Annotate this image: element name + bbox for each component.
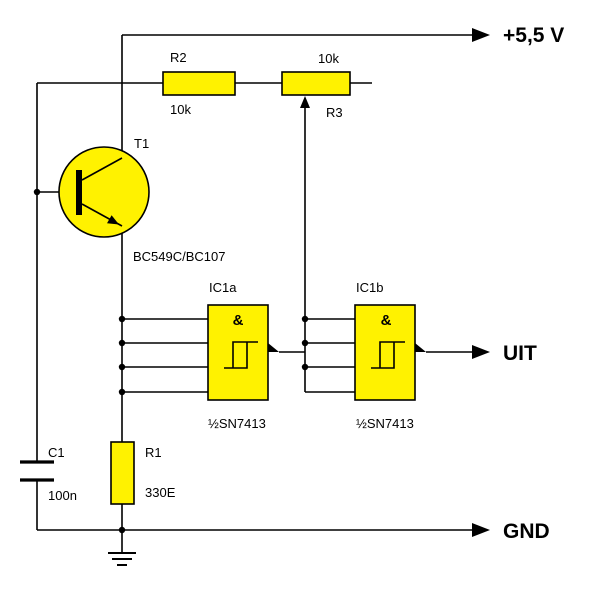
resistor-r2: R2 10k (162, 50, 236, 117)
gate-ic1a-body (207, 304, 269, 401)
supply-label: +5,5 V (503, 24, 564, 47)
r2-ref-label: R2 (170, 50, 187, 65)
gate-ic1a-symbol: & (233, 312, 244, 329)
t1-ref-label: T1 (134, 136, 149, 151)
wires (36, 34, 476, 553)
junction-dot (33, 188, 41, 196)
r1-value-label: 330E (145, 485, 176, 500)
r2-value-label: 10k (170, 102, 191, 117)
ground-arrow-icon (472, 523, 490, 537)
ic1a-ref-label: IC1a (209, 280, 237, 295)
r3-ref-label: R3 (326, 105, 343, 120)
resistor-r2-body (162, 71, 236, 96)
ic1b-input-wires (305, 318, 355, 393)
ic1a-part-label: ½SN7413 (208, 416, 266, 431)
left-bias-wire (36, 82, 163, 462)
ic1b-part-label: ½SN7413 (356, 416, 414, 431)
c1-value-label: 100n (48, 488, 77, 503)
schmitt-trigger-icon (371, 341, 405, 369)
junction-dot (301, 315, 309, 323)
gate-ic1b-symbol: & (381, 312, 392, 329)
transistor-body (58, 146, 150, 238)
output-arrow-icon (472, 345, 490, 359)
junction-dot (118, 363, 126, 371)
capacitor-plates (20, 460, 54, 482)
junction-dot (118, 388, 126, 396)
schmitt-trigger-icon (224, 341, 258, 369)
capacitor-c1: C1 100n (20, 445, 77, 503)
potentiometer-r3-body (281, 71, 351, 96)
junction-dots (33, 188, 309, 534)
resistor-r1-body (110, 441, 135, 505)
junction-dot (118, 339, 126, 347)
gate-ic1b-body (354, 304, 416, 401)
c1-ref-label: C1 (48, 445, 65, 460)
gate-ic1a: & IC1a ½SN7413 (207, 280, 279, 431)
transistor-t1: T1 BC549C/BC107 (58, 136, 226, 264)
potentiometer-r3: 10k R3 (281, 51, 351, 120)
resistor-r1: R1 330E (110, 441, 176, 505)
junction-dot (118, 315, 126, 323)
supply-arrow-icon (472, 28, 490, 42)
r1-ref-label: R1 (145, 445, 162, 460)
junction-dot (301, 339, 309, 347)
ground-label: GND (503, 520, 550, 543)
wiper-arrow-icon (300, 96, 310, 108)
transistor-collector-lead (81, 157, 123, 181)
t1-type-label: BC549C/BC107 (133, 249, 226, 264)
r3-value-label: 10k (318, 51, 339, 66)
emitter-arrow-icon (107, 215, 119, 225)
transistor-base-bar (76, 170, 82, 215)
ic1a-input-wires (122, 318, 208, 393)
gate-ic1b: & IC1b ½SN7413 (354, 280, 426, 431)
junction-dot (301, 363, 309, 371)
inverter-output-icon (415, 343, 426, 352)
ground-icon (108, 552, 136, 566)
inverter-output-icon (268, 343, 279, 352)
junction-dot (118, 526, 126, 534)
output-label: UIT (503, 342, 537, 365)
ic1b-ref-label: IC1b (356, 280, 383, 295)
